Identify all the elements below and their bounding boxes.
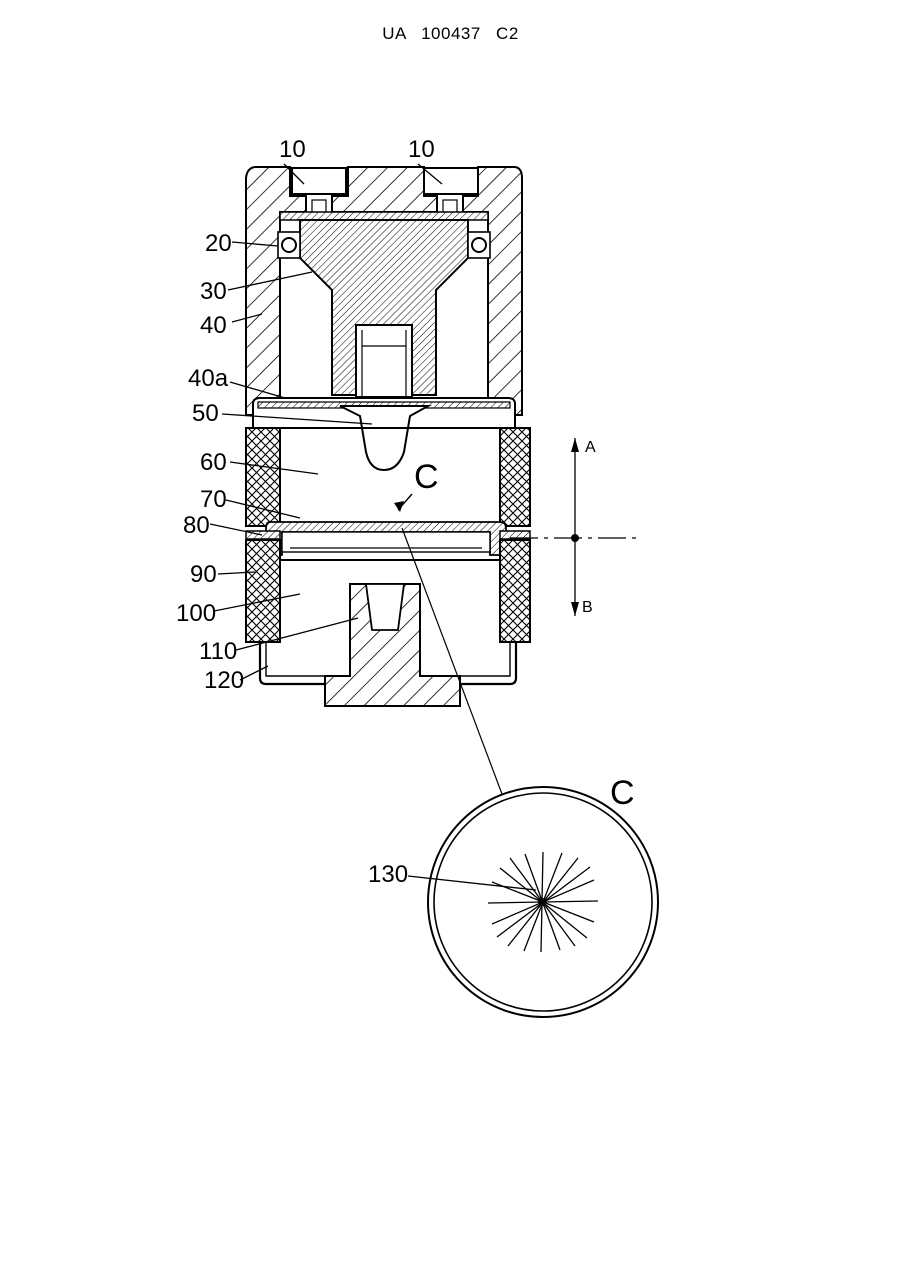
label-c-detail: C xyxy=(610,774,635,812)
label-dir-a: A xyxy=(585,439,596,456)
piston-30 xyxy=(300,220,468,397)
label-10-left: 10 xyxy=(279,136,306,163)
label-40a: 40a xyxy=(188,365,229,392)
label-70: 70 xyxy=(200,486,227,513)
label-20: 20 xyxy=(205,230,232,257)
label-90: 90 xyxy=(190,561,217,588)
label-100: 100 xyxy=(176,600,216,627)
c-arrow-head xyxy=(394,501,404,512)
label-60: 60 xyxy=(200,449,227,476)
piercer-110 xyxy=(325,584,460,706)
label-110: 110 xyxy=(199,638,237,665)
label-c-top: C xyxy=(414,458,439,496)
lid-50 xyxy=(253,398,515,470)
detail-circle-c xyxy=(428,787,658,1017)
label-80: 80 xyxy=(183,512,210,539)
capsule-70 xyxy=(246,522,530,555)
label-130: 130 xyxy=(368,861,408,888)
label-30: 30 xyxy=(200,278,227,305)
label-10-right: 10 xyxy=(408,136,435,163)
label-120: 120 xyxy=(204,667,244,694)
label-dir-b: B xyxy=(582,599,593,616)
top-plate xyxy=(280,212,488,220)
label-40: 40 xyxy=(200,312,227,339)
label-50: 50 xyxy=(192,400,219,427)
